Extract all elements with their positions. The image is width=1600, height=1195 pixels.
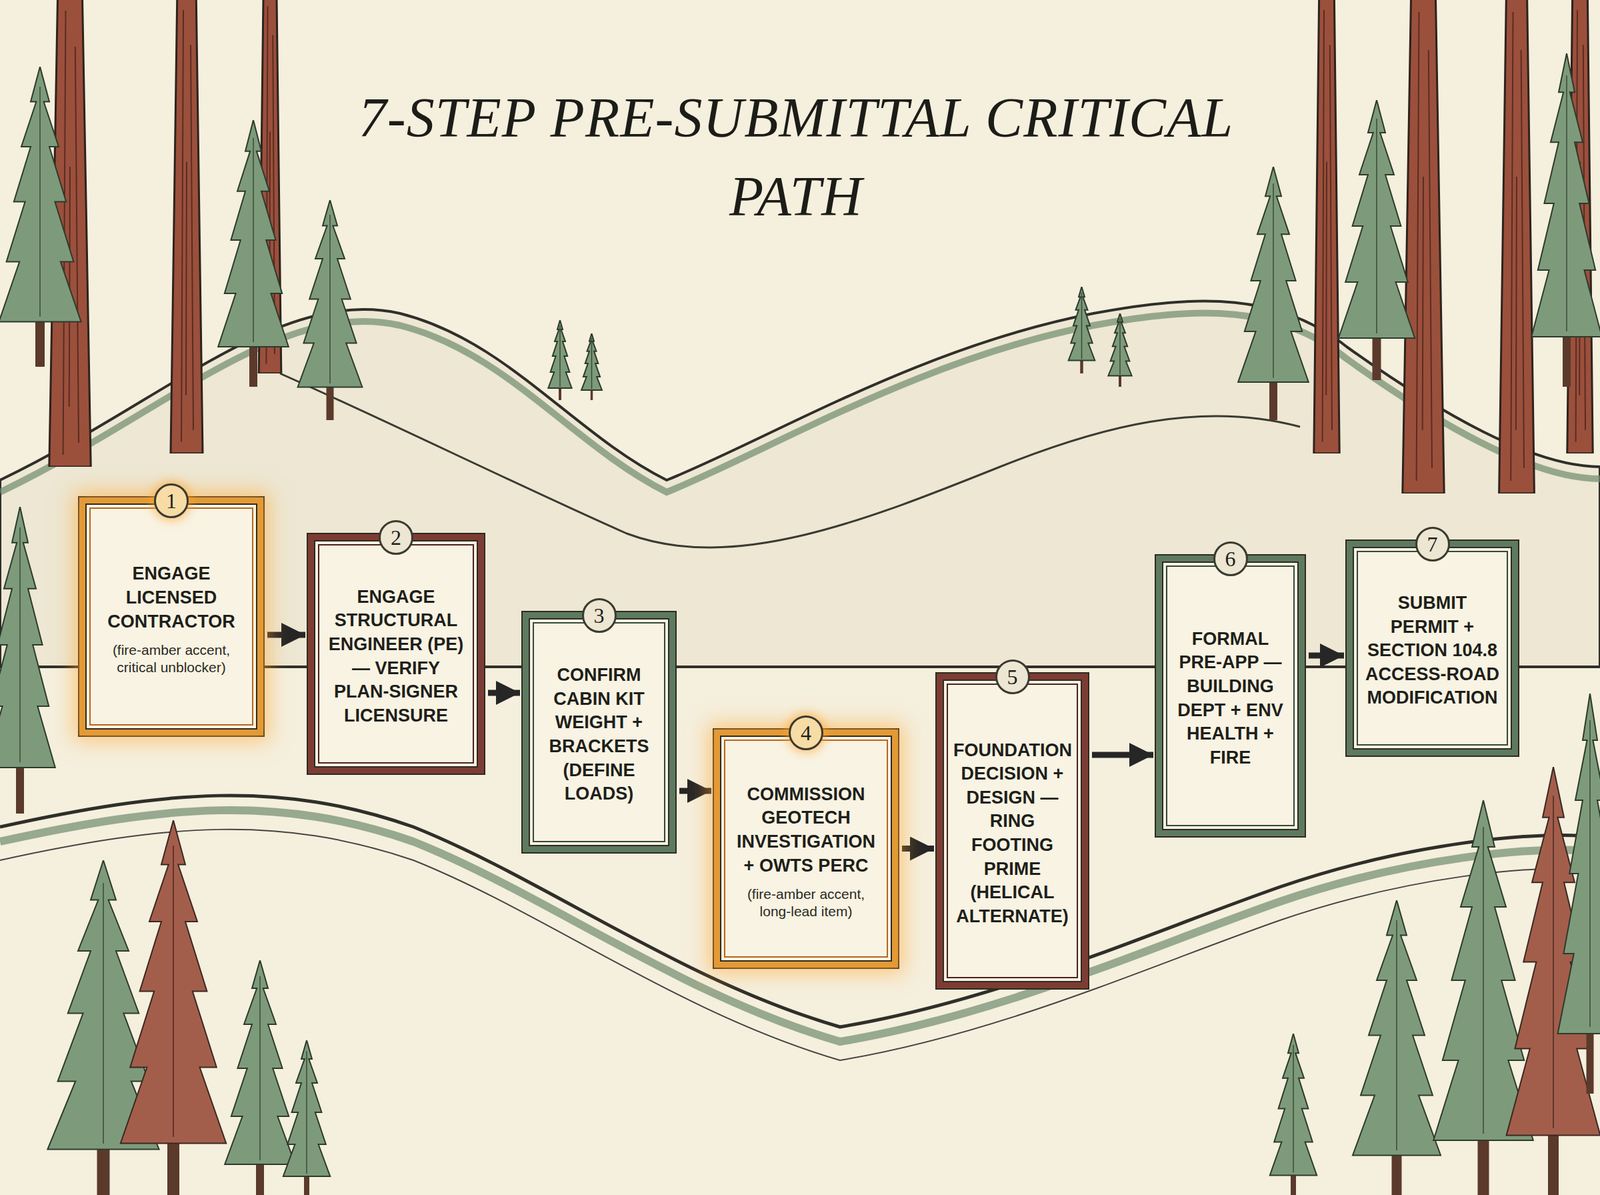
step-note: (fire-amber accent, critical unblocker) — [96, 641, 247, 676]
step-box: 1ENGAGE LICENSED CONTRACTOR(fire-amber a… — [79, 497, 264, 736]
step-title: SUBMIT PERMIT + SECTION 104.8 ACCESS-ROA… — [1363, 591, 1502, 710]
step-title: FOUNDATION DECISION + DESIGN — RING FOOT… — [953, 738, 1072, 929]
pine-tree — [1238, 166, 1309, 420]
flow-arrow — [267, 632, 306, 638]
pine-tree — [120, 820, 226, 1195]
pine-tree — [283, 1040, 330, 1195]
flow-arrow — [1092, 752, 1154, 758]
pine-tree — [298, 200, 363, 420]
flow-arrow — [902, 845, 934, 852]
step-number: 6 — [1213, 541, 1248, 576]
step-number: 7 — [1415, 526, 1450, 562]
redwood-trunk — [170, 0, 203, 454]
ridge-line — [280, 373, 1300, 548]
step-box: 3CONFIRM CABIN KIT WEIGHT + BRACKETS (DE… — [522, 612, 676, 852]
pine-tree — [218, 120, 289, 387]
step-number: 3 — [582, 598, 617, 633]
pine-tree — [1270, 1033, 1317, 1195]
flow-arrow — [1308, 652, 1344, 659]
pine-tree — [0, 66, 82, 367]
step-title: COMMISSION GEOTECH INVESTIGATION + OWTS … — [730, 782, 882, 878]
pine-tree — [1108, 313, 1132, 387]
step-title: CONFIRM CABIN KIT WEIGHT + BRACKETS (DEF… — [539, 663, 659, 806]
step-box: 5FOUNDATION DECISION + DESIGN — RING FOO… — [936, 673, 1088, 988]
diagram-title: 7-STEP PRE-SUBMITTAL CRITICAL PATH — [329, 78, 1263, 236]
step-box: 7SUBMIT PERMIT + SECTION 104.8 ACCESS-RO… — [1346, 540, 1518, 756]
step-title: ENGAGE STRUCTURAL ENGINEER (PE) — VERIFY… — [324, 585, 468, 728]
pine-tree — [0, 506, 56, 814]
pine-tree — [224, 960, 296, 1195]
step-note: (fire-amber accent, long-lead item) — [730, 885, 882, 920]
step-box: 4COMMISSION GEOTECH INVESTIGATION + OWTS… — [714, 729, 898, 968]
pine-tree — [1558, 693, 1600, 1094]
step-title: ENGAGE LICENSED CONTRACTOR — [96, 562, 247, 634]
redwood-trunk — [1314, 0, 1340, 454]
pine-tree — [1531, 53, 1600, 387]
step-box: 6FORMAL PRE-APP — BUILDING DEPT + ENV HE… — [1156, 555, 1305, 836]
step-number: 1 — [154, 483, 189, 518]
pine-tree — [581, 333, 602, 400]
step-title: FORMAL PRE-APP — BUILDING DEPT + ENV HEA… — [1172, 627, 1288, 770]
redwood-trunk — [1402, 0, 1444, 494]
pine-tree — [548, 320, 572, 400]
step-number: 2 — [378, 520, 414, 555]
pine-tree — [1068, 286, 1096, 374]
flow-arrow — [679, 788, 712, 794]
flow-arrow — [488, 690, 520, 696]
step-box: 2ENGAGE STRUCTURAL ENGINEER (PE) — VERIF… — [308, 534, 484, 774]
redwood-trunk — [1499, 0, 1535, 494]
step-number: 4 — [788, 715, 824, 750]
step-number: 5 — [995, 659, 1030, 694]
pine-tree — [1352, 900, 1441, 1195]
pine-tree — [1338, 100, 1415, 380]
